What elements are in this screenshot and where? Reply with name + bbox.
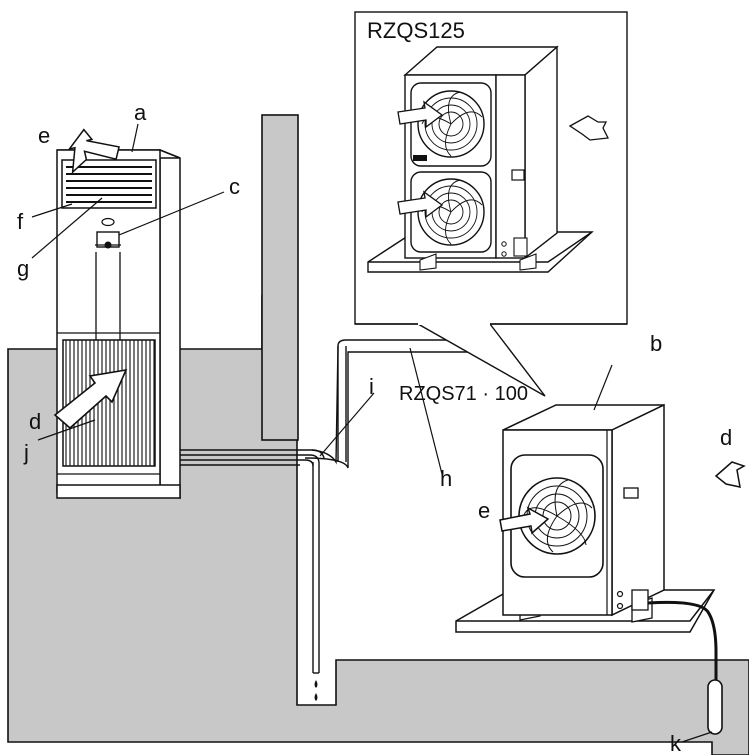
air-outlet-arrow	[67, 128, 120, 175]
callout-d-indoor: d	[29, 409, 42, 434]
callout-j: j	[24, 440, 29, 465]
callout-a: a	[134, 100, 147, 125]
callout-b: b	[650, 331, 663, 356]
model-label-large: RZQS125	[367, 18, 465, 43]
callout-c: c	[229, 174, 240, 199]
callout-e-outdoor: e	[478, 498, 491, 523]
wall-pillar	[261, 114, 299, 441]
callout-e-indoor: e	[38, 123, 51, 148]
model-label-small: RZQS71 · 100	[399, 383, 528, 405]
callout-h: h	[440, 466, 453, 491]
callout-d-outdoor: d	[720, 425, 733, 450]
callout-i: i	[369, 374, 374, 399]
outdoor-unit-small	[455, 403, 716, 633]
callout-g: g	[17, 256, 30, 281]
callout-f: f	[17, 209, 24, 234]
outdoor-air-arrow	[499, 506, 550, 535]
callout-k: k	[670, 731, 681, 755]
drain-hose	[647, 600, 718, 680]
indoor-unit	[56, 148, 181, 500]
outdoor-unit-large	[367, 45, 594, 273]
inset-pointer	[355, 323, 627, 397]
outdoor-inlet-arrow	[714, 461, 746, 488]
leader-lines	[31, 123, 713, 743]
drain-pipe	[312, 462, 320, 701]
air-inlet-arrow	[53, 368, 128, 430]
